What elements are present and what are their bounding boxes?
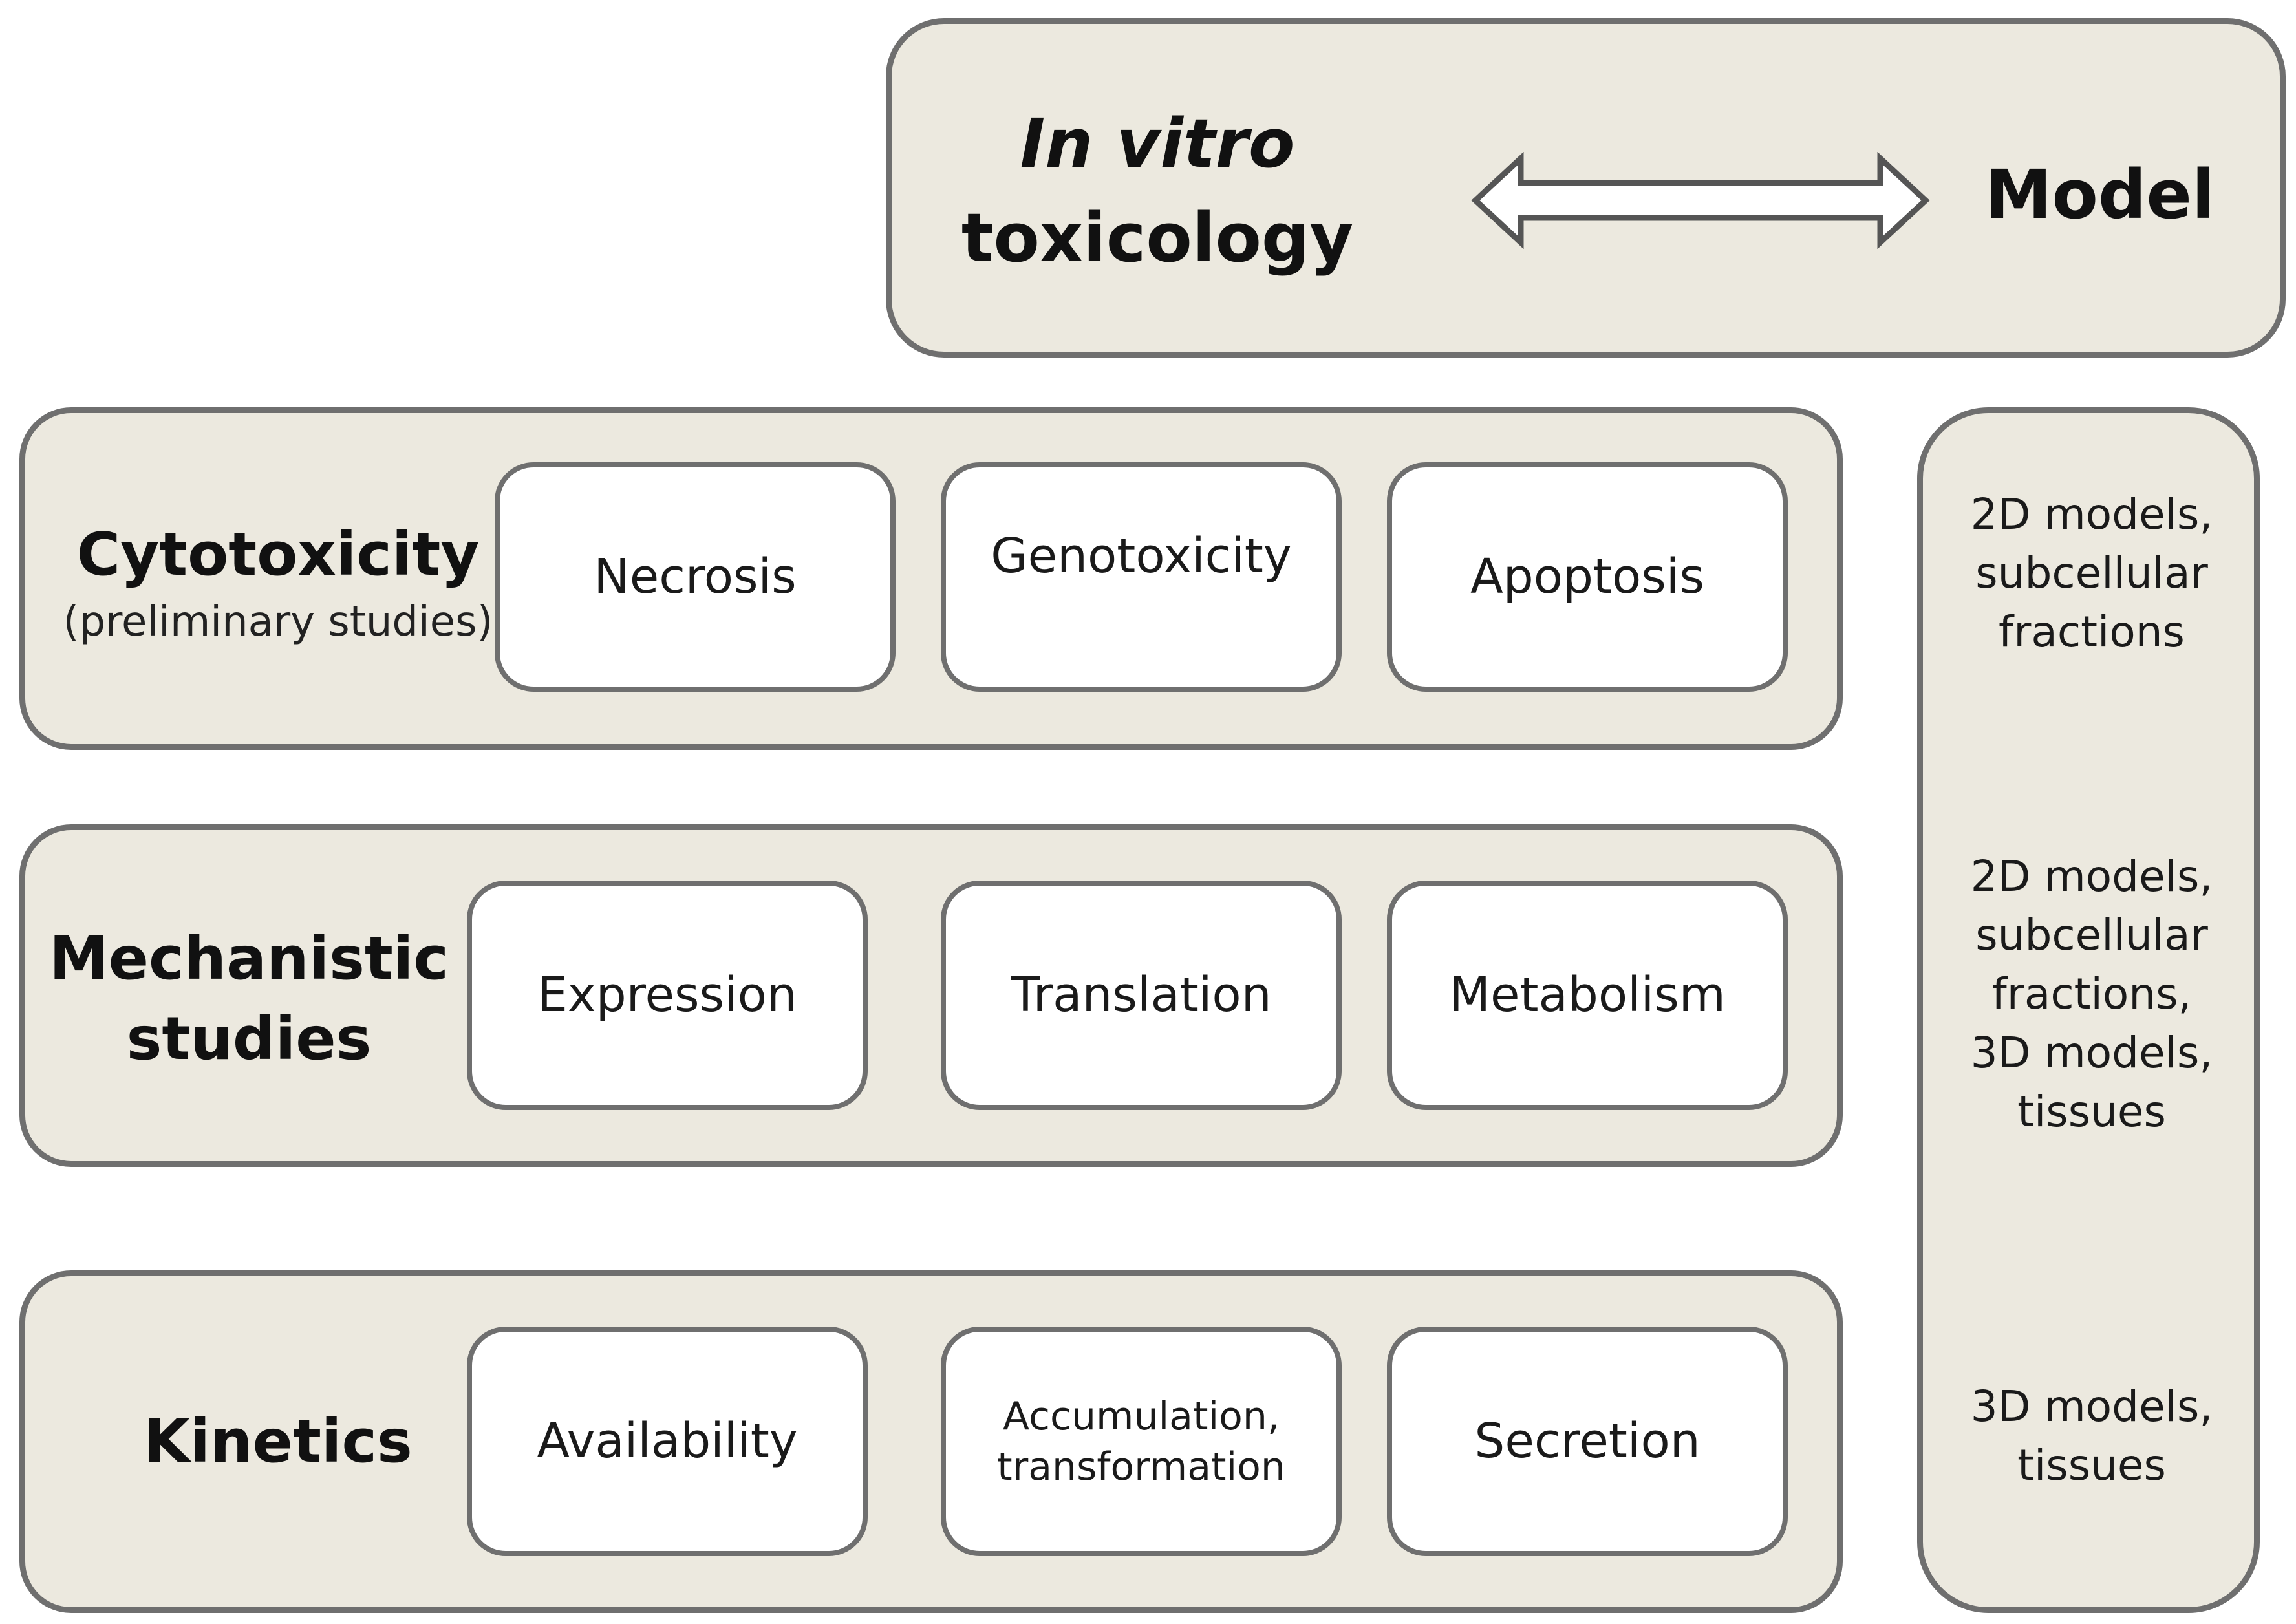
model-column-panel (1917, 407, 2260, 1613)
mechanistic-title: Mechanistic (49, 923, 449, 993)
header-title: In vitro toxicology (931, 97, 1384, 285)
metabolism-box: Metabolism (1387, 881, 1788, 1110)
model-entry-kinetics: 3D models, tissues (1970, 1382, 2213, 1491)
model-entry-mechanistic: 2D models, subcellular fractions, 3D mod… (1970, 851, 2213, 1137)
cytotoxicity-subtitle: (preliminary studies) (63, 597, 493, 646)
genotoxicity-box: Genotoxicity (941, 462, 1342, 692)
mechanistic-title-block: Mechanistic studies (49, 912, 449, 1086)
genotoxicity-label: Genotoxicity (991, 528, 1292, 584)
secretion-box: Secretion (1387, 1327, 1788, 1556)
availability-box: Availability (467, 1327, 868, 1556)
model-entry-cytotoxicity: 2D models, subcellular fractions (1970, 489, 2213, 657)
necrosis-box: Necrosis (495, 462, 896, 692)
header-title-rest: toxicology (961, 198, 1354, 277)
header-title-italic: In vitro (1020, 104, 1295, 183)
kinetics-title-block: Kinetics (71, 1390, 485, 1493)
cytotoxicity-title: Cytotoxicity (76, 520, 480, 590)
cytotoxicity-title-block: Cytotoxicity (preliminary studies) (45, 498, 511, 666)
accumulation-transformation-box: Accumulation, transformation (941, 1327, 1342, 1556)
expression-box: Expression (467, 881, 868, 1110)
apoptosis-box: Apoptosis (1387, 462, 1788, 692)
double-arrow-icon (1471, 152, 1930, 249)
kinetics-title: Kinetics (144, 1406, 413, 1476)
model-label: Model (1985, 155, 2215, 234)
accumulation-transformation-label: Accumulation, transformation (997, 1393, 1285, 1490)
translation-box: Translation (941, 881, 1342, 1110)
mechanistic-title-line2: studies (126, 1004, 372, 1073)
